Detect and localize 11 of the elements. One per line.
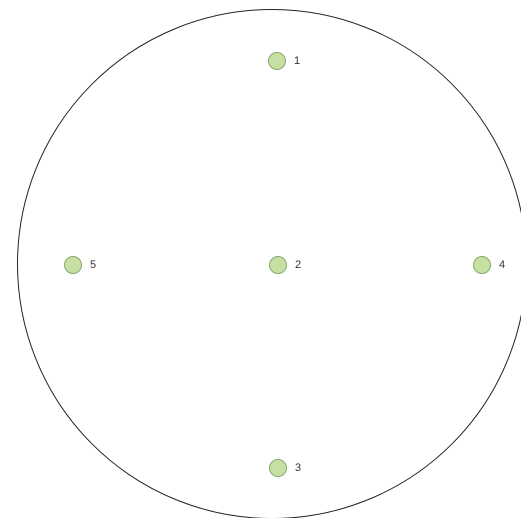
point-number: 1 bbox=[294, 55, 300, 67]
point-marker bbox=[269, 256, 287, 274]
point-number: 2 bbox=[295, 259, 302, 271]
point-number: 4 bbox=[499, 259, 506, 271]
point-number: 3 bbox=[295, 462, 302, 474]
point-marker bbox=[268, 52, 286, 70]
outer-circle bbox=[17, 9, 521, 518]
point-marker bbox=[473, 256, 491, 274]
point-marker bbox=[269, 459, 287, 477]
point-number: 5 bbox=[90, 259, 96, 271]
point-marker bbox=[64, 256, 82, 274]
